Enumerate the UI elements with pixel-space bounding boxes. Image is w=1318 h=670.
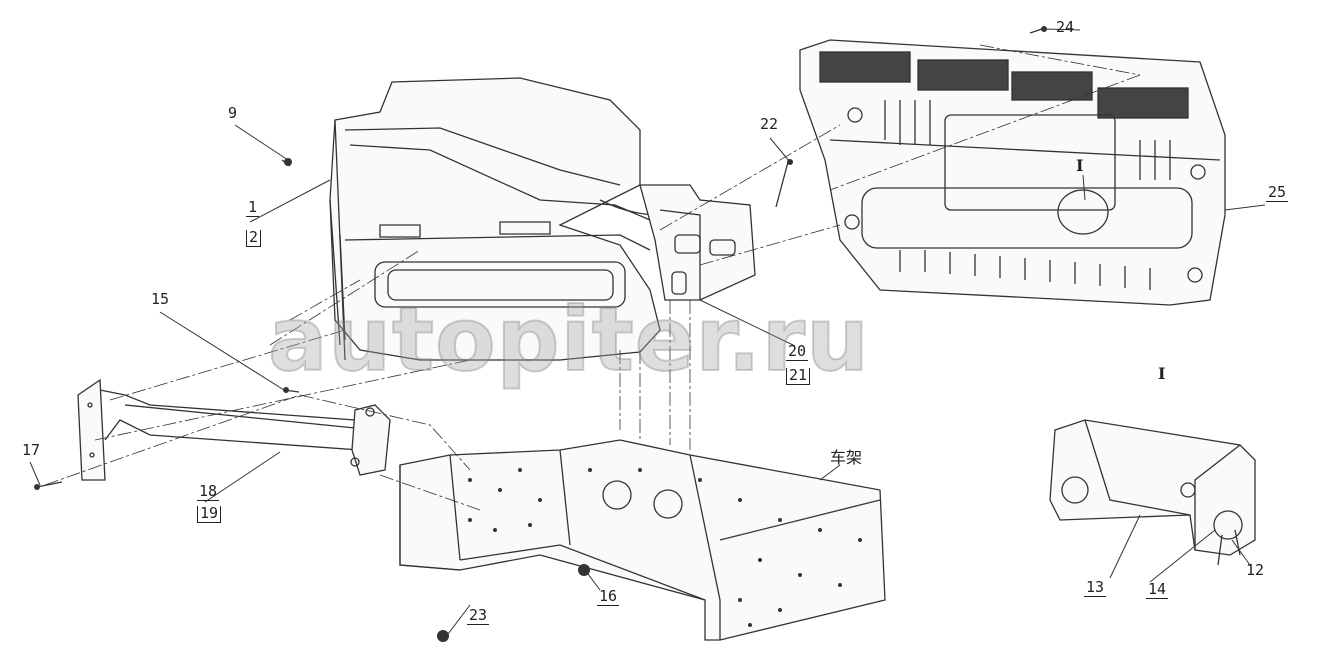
callout-18: 18 [197,482,220,501]
callout-leaders [29,28,1266,639]
front-panel-part [799,39,1226,306]
callout-24: 24 [1056,18,1075,36]
corner-panel-part [329,77,680,361]
callout-17: 17 [22,441,41,459]
side-bracket-part [77,378,391,481]
callout-14: 14 [1146,580,1169,599]
assembly-centerlines [44,44,1141,511]
frame-label: 车架 [830,450,863,467]
frame-part [399,439,886,641]
callout-21: 21 [786,368,811,385]
nuts [34,26,1047,642]
panel-vent-slots [884,100,1171,290]
callout-22: 22 [760,115,779,133]
callout-1: 1 [246,198,260,217]
callout-13: 13 [1084,578,1107,597]
callout-23: 23 [467,606,490,625]
mount-bracket-part [639,184,756,301]
callout-20: 20 [786,342,809,361]
callout-15: 15 [151,290,170,308]
detail-view-label: Ⅰ [1158,364,1166,383]
callout-12: 12 [1246,561,1265,579]
callout-25: 25 [1266,183,1289,202]
callout-19: 19 [197,506,222,523]
detail-marker: Ⅰ [1076,156,1084,175]
callout-9: 9 [228,104,238,122]
detail-bracket-part [1049,419,1256,566]
frame-holes [468,468,862,627]
callout-16: 16 [597,587,620,606]
watermark: autopiter.ru [267,287,870,392]
callout-2: 2 [246,230,262,247]
